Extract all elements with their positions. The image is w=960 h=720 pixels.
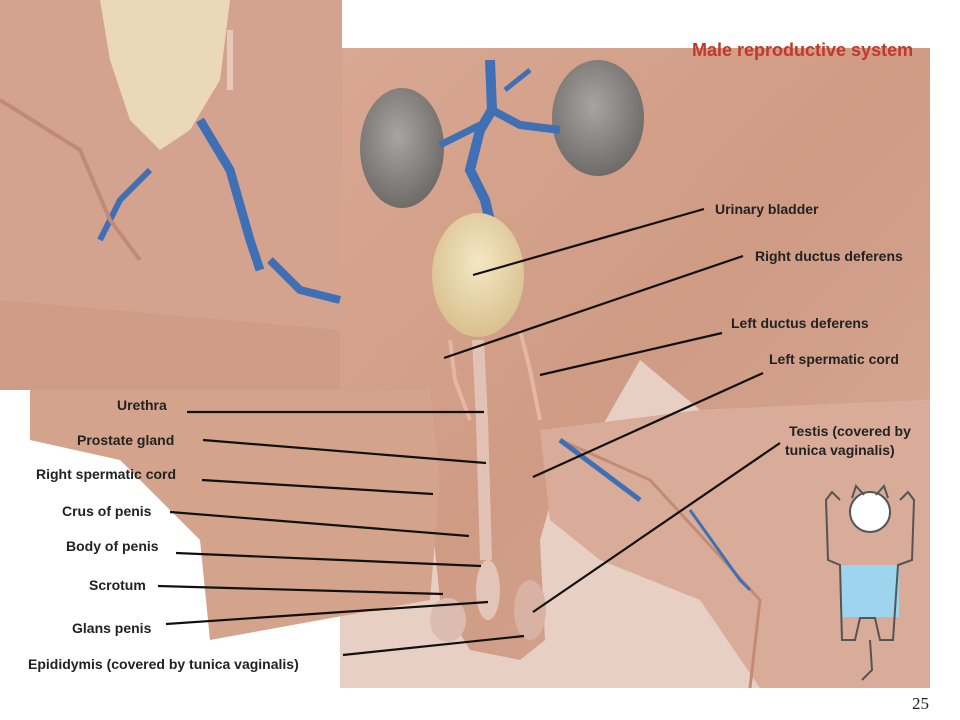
left-kidney (360, 88, 444, 208)
label-testis-line2: tunica vaginalis) (785, 442, 895, 458)
label-urinary-bladder: Urinary bladder (715, 201, 819, 217)
label-left-ductus-deferens: Left ductus deferens (731, 315, 869, 331)
cat-orientation-icon (824, 484, 916, 681)
label-testis-line1: Testis (covered by (789, 423, 911, 439)
right-kidney (552, 60, 644, 176)
label-left-spermatic-cord: Left spermatic cord (769, 351, 899, 367)
testis-shape (514, 580, 546, 640)
page-number: 25 (912, 694, 929, 713)
leader-lines (157, 207, 781, 657)
label-prostate-gland: Prostate gland (77, 432, 175, 448)
label-urethra: Urethra (117, 397, 167, 413)
label-crus-of-penis: Crus of penis (62, 503, 152, 519)
label-glans-penis: Glans penis (72, 620, 152, 636)
urinary-bladder-shape (432, 213, 524, 337)
page-title: Male reproductive system (692, 40, 914, 60)
label-right-spermatic-cord: Right spermatic cord (36, 466, 177, 482)
label-body-of-penis: Body of penis (66, 538, 159, 554)
scrotum-shape (430, 598, 466, 642)
inset-closeup-photo (0, 0, 342, 390)
label-epididymis: Epididymis (covered by tunica vaginalis) (28, 656, 299, 672)
label-scrotum: Scrotum (89, 577, 146, 593)
label-right-ductus-deferens: Right ductus deferens (755, 248, 903, 264)
